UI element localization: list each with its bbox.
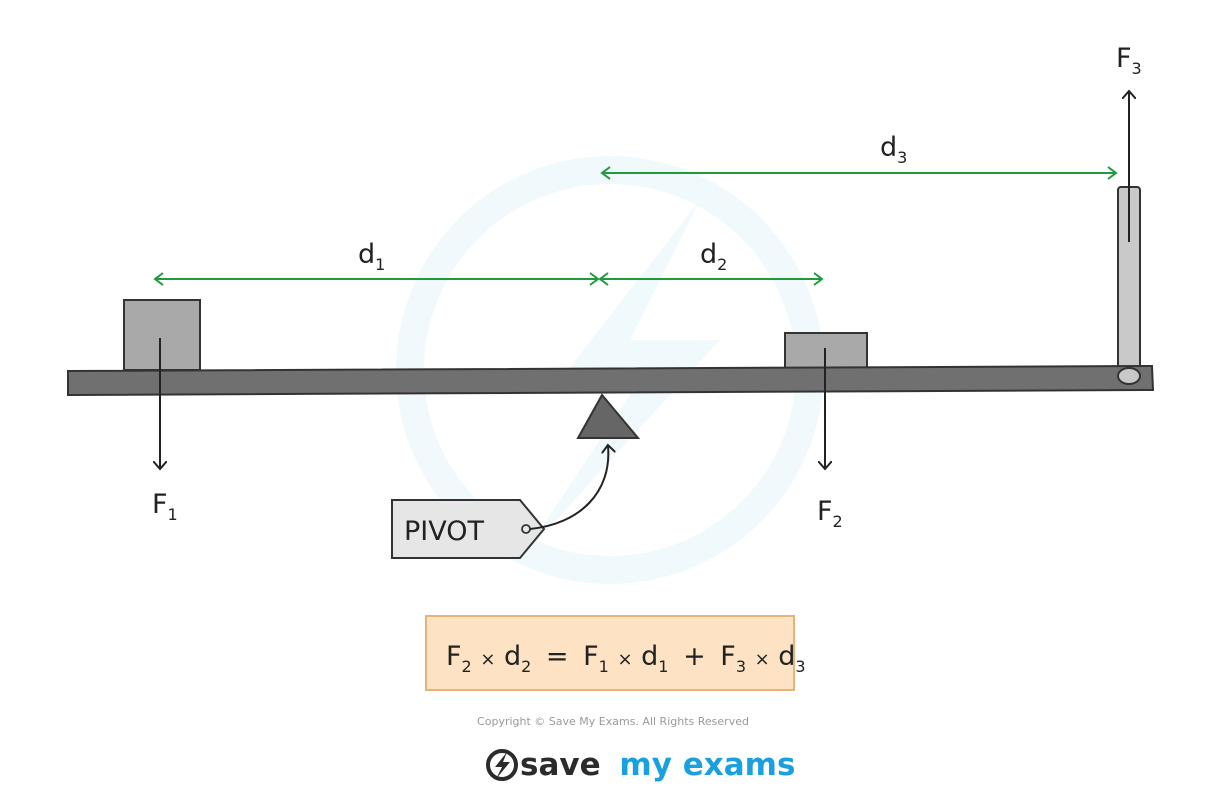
lightning-bolt-icon xyxy=(486,749,518,781)
svg-text:save my exams: save my exams xyxy=(520,747,795,783)
brand-text-save: save xyxy=(520,747,601,783)
left-weight-block xyxy=(123,299,201,371)
equation-box xyxy=(425,615,795,691)
pivot-triangle xyxy=(576,393,641,439)
pivot-pointer-arrow xyxy=(529,446,608,530)
beam xyxy=(67,364,1155,397)
brand-text-myexams: my exams xyxy=(619,747,795,783)
brand-logo: save my exams xyxy=(486,747,795,783)
distance-label-d2: d2 xyxy=(700,239,727,274)
distance-label-d1: d1 xyxy=(358,239,385,274)
force-label-f3: F3 xyxy=(1116,43,1142,78)
copyright-text: Copyright © Save My Exams. All Rights Re… xyxy=(477,715,749,728)
equation: F2 × d2 = F1 × d1 + F3 × d3 xyxy=(446,641,806,679)
pivot-tag: PIVOT xyxy=(391,446,608,559)
force-label-f2: F2 xyxy=(817,496,843,531)
pivot-label: PIVOT xyxy=(404,516,484,547)
rod-pivot-ring xyxy=(1117,367,1141,385)
distance-label-d3: d3 xyxy=(880,132,907,167)
force-label-f1: F1 xyxy=(152,489,178,524)
